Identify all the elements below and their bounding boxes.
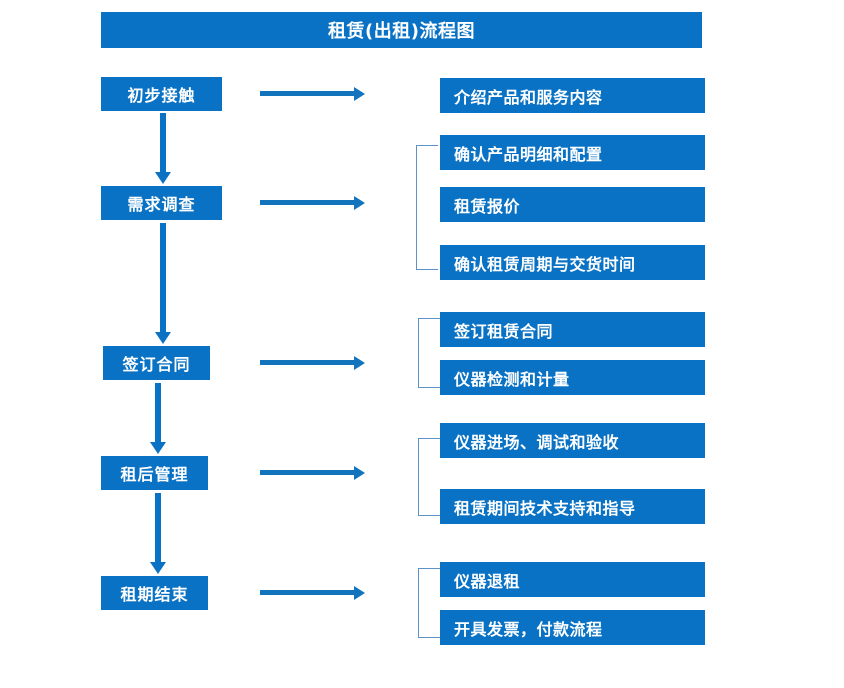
detail-label-2-3: 确认租赁周期与交货时间 [454,254,636,274]
stage-label-2: 需求调查 [127,195,196,214]
right-arrow-icon-5 [260,586,365,600]
detail-label-2-1: 确认产品明细和配置 [454,144,603,164]
detail-label-5-2: 开具发票，付款流程 [454,619,603,639]
group-bracket-2 [416,145,438,270]
detail-box-2-1[interactable]: 确认产品明细和配置 [440,135,705,170]
flowchart-title-bar: 租赁(出租)流程图 [101,12,702,48]
stage-label-1: 初步接触 [127,86,196,105]
stage-box-5[interactable]: 租期结束 [101,576,208,610]
stage-label-3: 签订合同 [122,355,191,374]
detail-box-4-2[interactable]: 租赁期间技术支持和指导 [440,489,705,524]
stage-box-4[interactable]: 租后管理 [101,456,208,490]
detail-label-5-1: 仪器退租 [454,571,521,591]
right-arrow-icon-4 [260,466,365,480]
detail-box-2-2[interactable]: 租赁报价 [440,187,705,222]
group-bracket-3 [418,318,440,388]
down-arrow-icon-4-to-5 [150,493,166,574]
right-arrow-icon-2 [260,196,365,210]
detail-box-2-3[interactable]: 确认租赁周期与交货时间 [440,245,705,280]
detail-label-4-1: 仪器进场、调试和验收 [454,432,620,452]
group-bracket-4 [418,438,440,516]
detail-box-1-1[interactable]: 介绍产品和服务内容 [440,78,705,113]
detail-box-4-1[interactable]: 仪器进场、调试和验收 [440,423,705,458]
stage-label-4: 租后管理 [120,465,189,484]
down-arrow-icon-2-to-3 [155,223,171,344]
group-bracket-5 [418,568,440,638]
stage-box-1[interactable]: 初步接触 [101,77,222,111]
detail-box-5-2[interactable]: 开具发票，付款流程 [440,610,705,645]
stage-box-3[interactable]: 签订合同 [103,346,210,380]
stage-box-2[interactable]: 需求调查 [101,186,222,220]
detail-box-3-2[interactable]: 仪器检测和计量 [440,360,705,395]
detail-box-5-1[interactable]: 仪器退租 [440,562,705,597]
down-arrow-icon-3-to-4 [150,383,166,454]
detail-label-3-1: 签订租赁合同 [454,321,554,341]
detail-box-3-1[interactable]: 签订租赁合同 [440,312,705,347]
detail-label-1-1: 介绍产品和服务内容 [454,87,603,107]
detail-label-2-2: 租赁报价 [454,196,521,216]
stage-label-5: 租期结束 [120,585,189,604]
down-arrow-icon-1-to-2 [155,113,171,184]
page-title: 租赁(出租)流程图 [328,21,475,42]
right-arrow-icon-1 [260,87,365,101]
right-arrow-icon-3 [260,356,365,370]
detail-label-3-2: 仪器检测和计量 [454,369,570,389]
detail-label-4-2: 租赁期间技术支持和指导 [454,498,636,518]
